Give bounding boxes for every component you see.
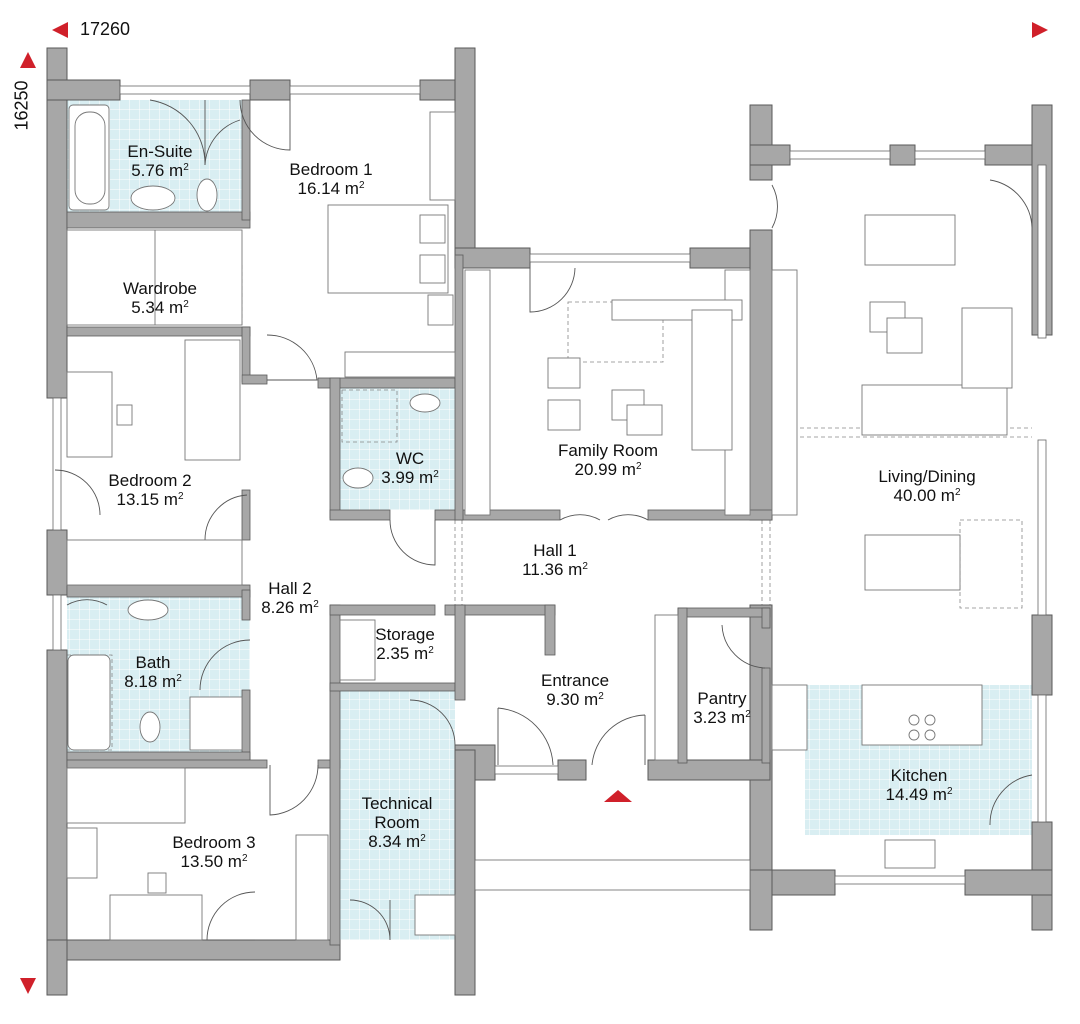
arrow-left-icon	[52, 22, 68, 38]
interior-walls	[66, 99, 773, 946]
windows	[52, 85, 1047, 891]
arrow-up-icon	[20, 52, 36, 68]
depth-dimension: 16250	[11, 80, 32, 131]
arrow-down-icon	[20, 978, 36, 994]
arrow-right-icon	[1032, 22, 1048, 38]
furniture	[66, 104, 1013, 941]
width-dimension: 17260	[80, 19, 131, 39]
entrance-arrow-icon	[604, 790, 632, 802]
doors	[54, 99, 1033, 941]
